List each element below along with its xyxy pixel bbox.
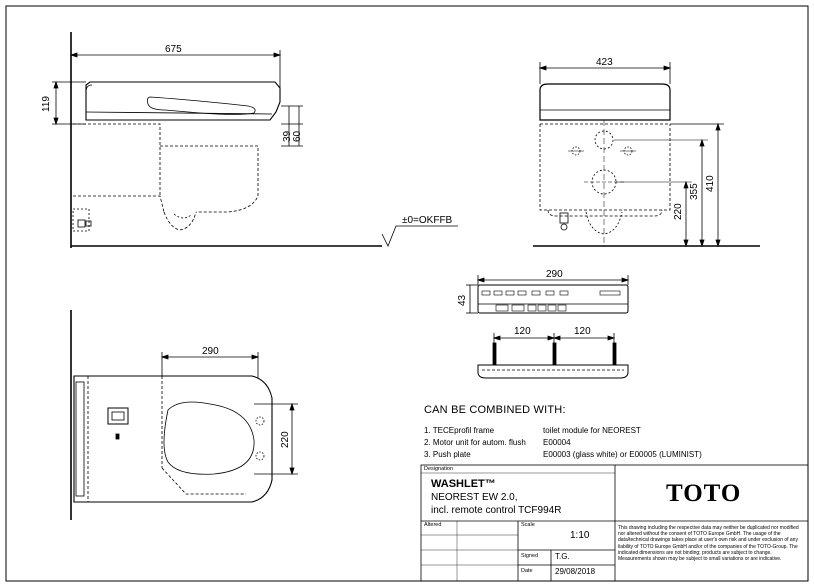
- dim-remote-spacing-right: 120: [574, 326, 591, 337]
- top-view: [70, 310, 298, 520]
- remote-control-front: [466, 275, 630, 314]
- dim-front-410: 410: [705, 175, 716, 192]
- combination-item-1-value: toilet module for NEOREST: [543, 426, 641, 435]
- dim-side-height: 119: [41, 96, 52, 112]
- combination-item-3-value: E00003 (glass white) or E00005 (LUMINIST…: [543, 450, 702, 459]
- designation-label: Designation: [424, 466, 454, 472]
- combination-item-2-value: E00004: [543, 438, 571, 447]
- combination-item-1-label: 1. TECEprofil frame: [424, 426, 495, 435]
- signed-label: Signed: [521, 553, 539, 559]
- dim-front-355: 355: [689, 183, 700, 200]
- dim-remote-height: 43: [457, 294, 468, 306]
- dim-side-60: 60: [292, 130, 303, 142]
- drawing-border: [5, 5, 809, 582]
- combination-item-2-label: 2. Motor unit for autom. flush: [424, 438, 526, 447]
- scale-value: 1:10: [570, 530, 590, 541]
- remote-control-holder: [477, 333, 629, 379]
- dim-front-220: 220: [673, 203, 684, 220]
- combination-heading: CAN BE COMBINED WITH:: [424, 404, 566, 416]
- front-view: [533, 62, 760, 248]
- dim-top-220: 220: [280, 431, 291, 448]
- date-label: Date: [521, 568, 533, 574]
- toto-logo: TOTO: [666, 480, 742, 507]
- scale-label: Scale: [521, 522, 535, 528]
- model-line-2: incl. remote control TCF994R: [431, 505, 562, 516]
- model-line-1: NEOREST EW 2.0,: [431, 492, 518, 503]
- title-block: [420, 464, 809, 582]
- dim-front-width: 423: [596, 57, 613, 68]
- disclaimer-text: This drawing including the respective da…: [618, 525, 799, 563]
- dim-remote-width: 290: [546, 269, 563, 280]
- floor-level-label: ±0=OKFFB: [402, 215, 453, 226]
- dim-remote-spacing-left: 120: [514, 326, 531, 337]
- signed-value: T.G.: [555, 552, 570, 561]
- altered-label: Altered: [424, 522, 442, 528]
- product-name: WASHLET™: [431, 478, 496, 490]
- dim-top-width: 290: [202, 346, 219, 357]
- date-value: 29/08/2018: [555, 567, 596, 576]
- side-view: [52, 32, 458, 248]
- dim-side-width: 675: [165, 44, 182, 55]
- combination-item-3-label: 3. Push plate: [424, 450, 471, 459]
